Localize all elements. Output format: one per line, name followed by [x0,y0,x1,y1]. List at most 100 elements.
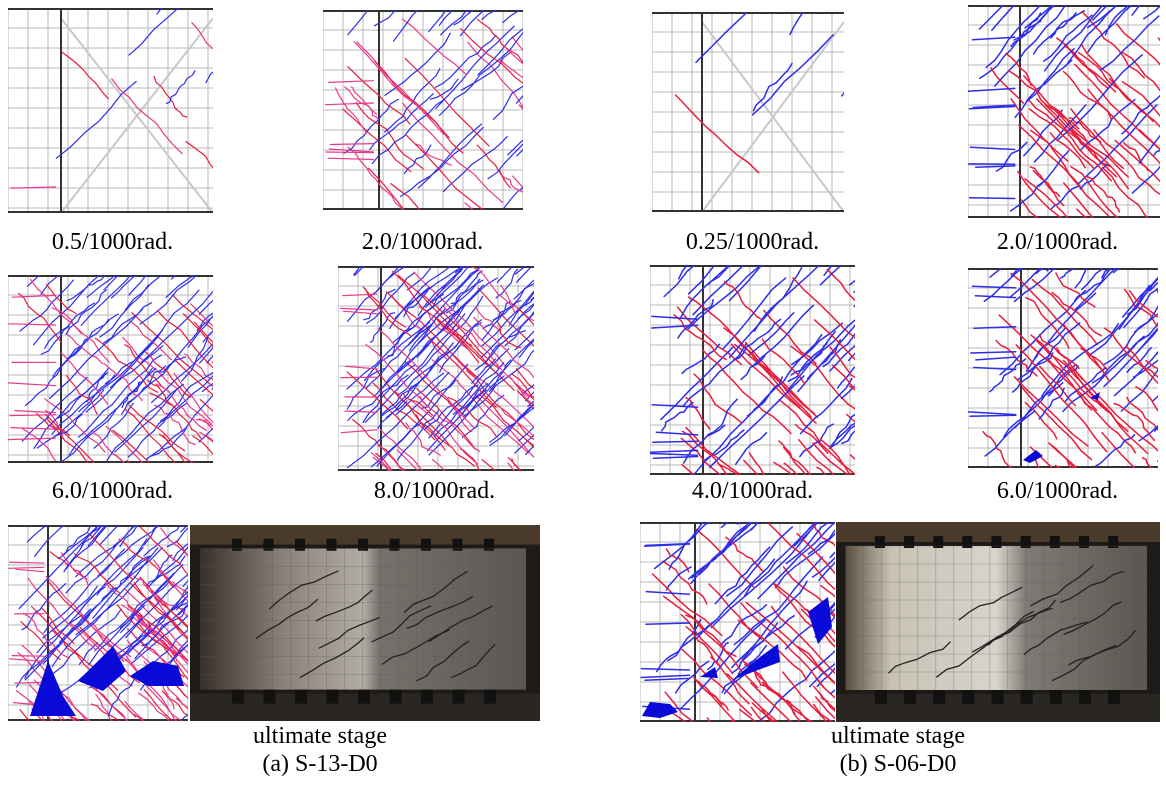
crack-line [841,429,855,445]
crack-line [840,92,844,97]
crack-line [373,10,398,27]
crack-line [504,312,534,347]
crack-line [686,265,763,331]
crack-line [1080,10,1145,79]
crack-line [798,439,835,475]
crack-line [435,25,515,109]
crack-line [1024,401,1058,440]
crack-line [377,400,408,429]
crack-line [421,294,500,370]
stage-label-a-2: 2.0/1000rad. [361,229,484,255]
crack-line [664,691,694,722]
crack-line [1115,23,1160,66]
crack-line [518,308,534,326]
crack-line [128,404,186,452]
crack-line [347,10,370,36]
crack-line [487,143,523,180]
crack-line [365,323,433,389]
crack-line [158,356,187,373]
crack-line [154,596,188,629]
crack-map-a-stage-3 [8,275,213,463]
crack-line [77,354,162,438]
crack-line [504,402,534,437]
stage-label-a-3: 6.0/1000rad. [51,478,174,504]
crack-line [396,449,420,471]
crack-line [1014,59,1073,119]
crack-line [680,437,722,475]
crack-line [80,525,105,548]
crack-line [1062,359,1149,455]
crack-line [660,703,687,722]
crack-line [1121,94,1160,135]
crack-line [750,682,793,722]
crack-map-b-stage-2 [968,5,1160,218]
crack-line [362,364,416,424]
crack-line [1007,70,1080,130]
crack-line [377,443,404,471]
crack-line [167,673,188,700]
crack-line [757,522,835,600]
crack-line [370,452,392,471]
crack-line [1123,287,1158,329]
crack-line [681,648,753,716]
crack-line [51,332,161,435]
crack-line [66,375,98,415]
crack-line [1128,290,1158,318]
crack-line [374,60,464,154]
crack-line [826,268,855,302]
crack-line [201,382,213,392]
crack-line [1024,178,1069,218]
crack-line [674,660,710,694]
crack-line [481,282,534,341]
crack-line [474,306,501,333]
crack-line [749,667,813,722]
crack-line [1062,333,1151,413]
crack-line [477,28,523,76]
crack-line [145,394,213,460]
crack-line [1126,396,1158,431]
crack-line [514,433,534,454]
crack-line [97,525,158,577]
crack-line [161,690,188,716]
crack-line [1145,359,1158,370]
crack-line [677,265,689,280]
crack-line [24,587,117,681]
crack-line [185,140,213,168]
crack-line [734,432,768,466]
crack-line [346,371,450,469]
crack-map-b-stage-4 [968,268,1158,468]
crack-line [144,351,192,398]
crack-line [403,284,435,318]
crack-line [1113,350,1158,397]
crack-line [461,338,534,415]
crack-line [691,522,754,579]
crack-line [352,419,407,471]
crack-line [116,604,179,656]
crack-line [409,398,478,465]
crack-line [999,289,1087,376]
crack-line [496,266,514,283]
crack-line [66,313,119,359]
crack-line [1056,37,1117,93]
stage-label-b-4: 6.0/1000rad. [996,478,1119,504]
crack-line [660,345,735,421]
crack-line [681,430,739,475]
crack-line [734,343,801,408]
crack-line [61,525,100,556]
crack-line [68,367,153,456]
crack-line [1025,296,1070,349]
crack-line [416,388,477,450]
crack-line [187,315,213,348]
crack-line [99,525,121,545]
crack-line [807,529,835,555]
crack-line [1081,44,1154,123]
crack-line [66,275,106,302]
crack-line [828,425,855,449]
crack-line [770,605,835,675]
crack-line [1025,47,1075,103]
crack-line [786,699,801,722]
crack-line [695,12,748,64]
crack-line [90,703,120,721]
crack-line [1114,139,1160,183]
crack-line [471,266,516,314]
